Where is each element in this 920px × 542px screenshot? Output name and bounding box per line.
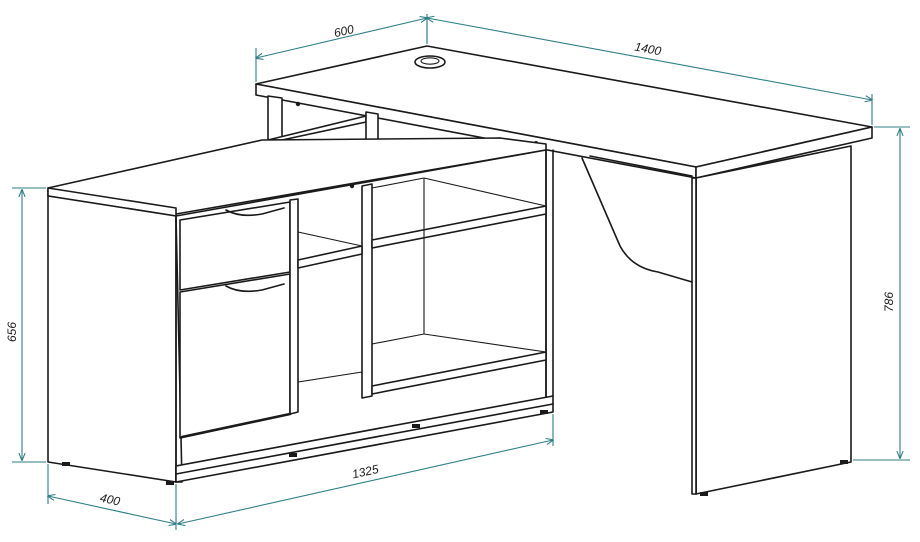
dimension-label-656: 656	[5, 322, 19, 342]
foot-icon	[62, 462, 70, 466]
shelf-pin-icon	[349, 183, 355, 189]
dimension-600: 600	[256, 14, 427, 82]
foot-icon	[700, 492, 708, 496]
dimension-label-600: 600	[333, 22, 356, 40]
shelf-pin-icon	[295, 101, 301, 107]
desk-top	[255, 45, 873, 179]
foot-icon	[289, 453, 297, 457]
dimension-label-400: 400	[99, 491, 122, 509]
dimension-label-786: 786	[882, 292, 896, 312]
foot-icon	[166, 481, 174, 485]
foot-icon	[840, 460, 848, 464]
dimension-1400: 1400	[427, 14, 872, 125]
right-desk-leg	[691, 145, 852, 495]
dimension-786: 786	[853, 126, 910, 461]
foot-icon	[412, 424, 420, 428]
drawer-handle-icon	[225, 207, 285, 217]
dimension-656: 656	[5, 187, 46, 463]
dimension-1325: 1325	[178, 414, 553, 524]
door-handle-icon	[225, 283, 285, 293]
foot-icon	[540, 410, 548, 414]
modesty-panel	[581, 155, 693, 283]
dimension-label-1400: 1400	[634, 40, 663, 59]
dimension-label-1325: 1325	[351, 462, 380, 482]
dimension-400: 400	[48, 464, 176, 530]
